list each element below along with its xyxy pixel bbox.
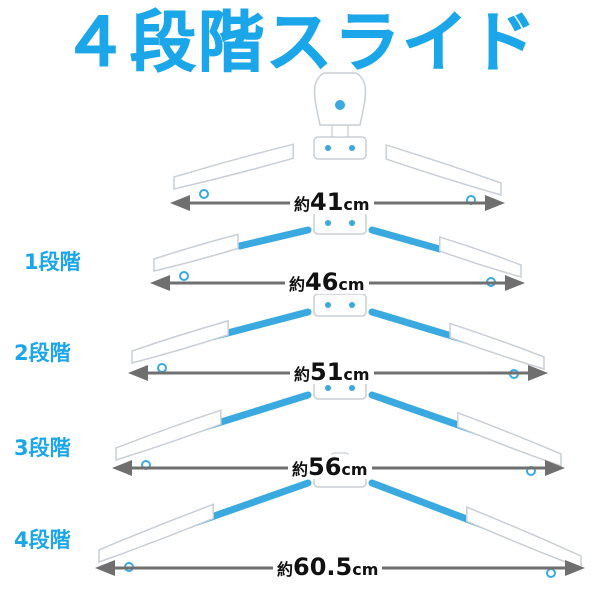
width-measurement: 約60.5cm xyxy=(273,553,383,581)
left-loop xyxy=(157,363,167,373)
left-arm xyxy=(153,233,239,272)
arrow-head-right xyxy=(505,275,525,291)
measurement-prefix: 約 xyxy=(289,275,306,294)
hub-dot xyxy=(325,385,331,391)
measurement-unit: cm xyxy=(343,365,370,384)
page-title: ４段階スライド xyxy=(62,4,538,82)
hanger-0 xyxy=(170,72,505,211)
arrow-head-left xyxy=(128,365,148,381)
arrow-head-left xyxy=(112,460,132,476)
measurement-value: 51 xyxy=(310,358,344,386)
right-arm xyxy=(449,322,545,371)
hanger-2 xyxy=(128,281,548,381)
right-arm xyxy=(439,236,522,278)
step-label: 4段階 xyxy=(14,528,71,552)
hub-dot xyxy=(349,302,355,308)
hub-dot xyxy=(349,385,355,391)
width-measurement: 約56cm xyxy=(288,455,372,479)
left-arm xyxy=(115,409,222,462)
width-measurement: 約46cm xyxy=(285,270,369,294)
left-loop xyxy=(179,271,189,281)
step-label: 3段階 xyxy=(14,436,71,460)
measurement-prefix: 約 xyxy=(277,560,294,579)
hub-dot xyxy=(325,302,331,308)
width-measurement: 約51cm xyxy=(290,360,374,384)
measurement-unit: cm xyxy=(341,460,368,479)
measurement-value: 60.5 xyxy=(293,553,353,581)
left-loop xyxy=(199,189,209,199)
measurement-value: 46 xyxy=(305,268,339,296)
left-arm xyxy=(131,319,229,364)
right-loop xyxy=(546,568,556,578)
measurement-prefix: 約 xyxy=(292,460,309,479)
left-arm xyxy=(98,503,214,564)
measurement-unit: cm xyxy=(343,195,370,214)
center-hub xyxy=(313,293,367,317)
measurement-value: 41 xyxy=(310,188,344,216)
hub-dot xyxy=(349,220,355,226)
measurement-prefix: 約 xyxy=(294,195,311,214)
arrow-head-right xyxy=(485,195,505,211)
left-extension-bar xyxy=(236,226,312,250)
center-hub xyxy=(313,136,367,160)
arrow-head-left xyxy=(95,560,115,576)
hook-dot xyxy=(335,100,345,110)
width-measurement: 約41cm xyxy=(290,190,374,214)
step-label: 2段階 xyxy=(14,341,71,365)
measurement-unit: cm xyxy=(352,560,379,579)
right-arm xyxy=(385,144,502,196)
arrow-head-left xyxy=(150,275,170,291)
hook xyxy=(313,72,367,126)
measurement-unit: cm xyxy=(338,275,365,294)
arrow-head-right xyxy=(565,560,585,576)
arrow-head-right xyxy=(528,365,548,381)
arrow-head-left xyxy=(170,195,190,211)
step-label: 1段階 xyxy=(24,250,81,274)
hub-dot xyxy=(349,145,355,151)
hub-neck xyxy=(331,124,349,138)
measurement-value: 56 xyxy=(308,453,342,481)
right-extension-bar xyxy=(368,226,443,253)
right-arm xyxy=(466,506,582,570)
left-arm xyxy=(173,143,294,190)
hub-dot xyxy=(325,220,331,226)
right-arm xyxy=(457,411,562,468)
hub-dot xyxy=(325,145,331,151)
measurement-prefix: 約 xyxy=(294,365,311,384)
arrow-head-right xyxy=(545,460,565,476)
